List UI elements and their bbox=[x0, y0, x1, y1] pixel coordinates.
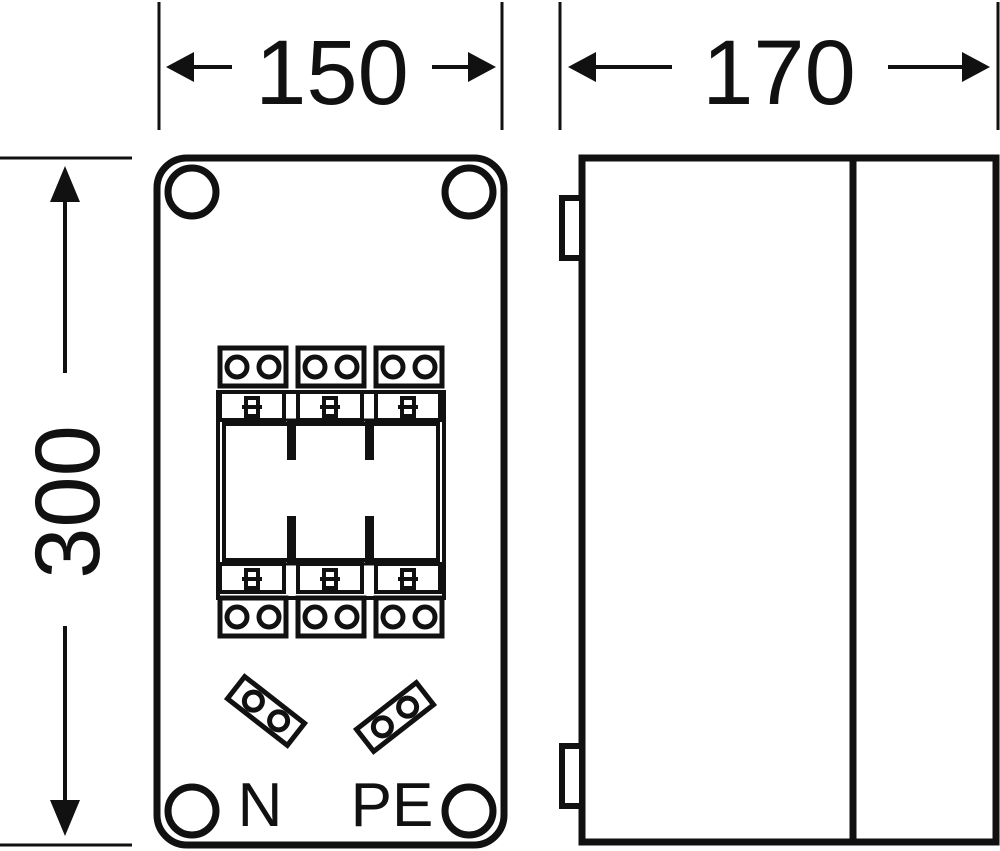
height-value: 300 bbox=[17, 425, 119, 579]
arrow-left-icon bbox=[568, 52, 596, 82]
mounting-hole-icon bbox=[164, 164, 220, 220]
width-value: 150 bbox=[255, 22, 409, 124]
width-dimension: 150 bbox=[157, 2, 504, 130]
mounting-hole-icon bbox=[441, 783, 497, 839]
earth-label: PE bbox=[351, 771, 434, 840]
arrow-left-icon bbox=[166, 52, 194, 82]
depth-value: 170 bbox=[702, 22, 856, 124]
hinge-icon bbox=[559, 195, 585, 261]
depth-dimension: 170 bbox=[558, 2, 1000, 130]
front-view: N PE bbox=[153, 154, 508, 849]
three-pole-switch bbox=[216, 348, 446, 636]
arrow-right-icon bbox=[468, 52, 496, 82]
hinge-icon bbox=[559, 743, 585, 809]
arrow-right-icon bbox=[962, 52, 990, 82]
side-view bbox=[559, 154, 1000, 846]
mounting-hole-icon bbox=[441, 164, 497, 220]
mounting-hole-icon bbox=[164, 783, 220, 839]
height-dimension: 300 bbox=[0, 156, 132, 847]
arrow-down-icon bbox=[50, 800, 80, 836]
arrow-up-icon bbox=[50, 166, 80, 202]
neutral-label: N bbox=[238, 771, 283, 840]
enclosure-side-outline bbox=[578, 154, 1000, 846]
